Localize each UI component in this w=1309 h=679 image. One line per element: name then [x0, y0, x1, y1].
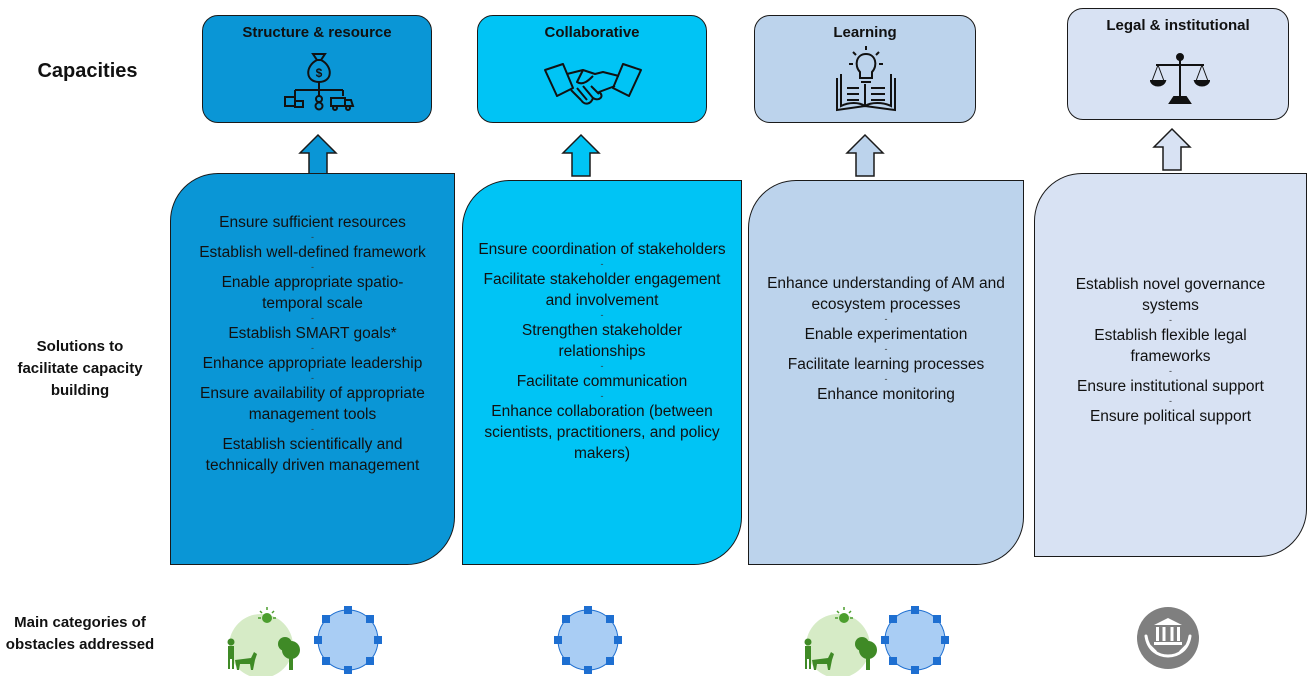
solutions-list: Ensure coordination of stakeholders-Faci… — [477, 239, 727, 464]
solution-item: Enhance monitoring — [817, 386, 955, 403]
separator-dash: - — [884, 314, 888, 324]
solutions-list: Ensure sufficient resources-Establish we… — [198, 212, 428, 476]
solution-item: Establish novel governance systems — [1075, 276, 1266, 314]
solution-item: Establish SMART goals* — [228, 325, 397, 342]
separator-dash: - — [1169, 366, 1172, 376]
separator-dash: - — [311, 232, 314, 242]
obstacle-icons — [553, 604, 623, 679]
scales-of-justice-icon — [1150, 53, 1210, 104]
separator-dash: - — [311, 313, 314, 323]
separator-dash: - — [1169, 315, 1172, 325]
solution-item: Ensure institutional support — [1077, 378, 1264, 395]
row-label-solutions: Solutions to facilitate capacity buildin… — [17, 338, 143, 399]
ecological-obstacle-icon — [227, 607, 300, 676]
separator-dash: - — [311, 424, 314, 434]
solution-item: Enhance understanding of AM and ecosyste… — [767, 275, 1005, 313]
up-arrow — [1152, 127, 1192, 171]
solution-item: Facilitate communication — [516, 373, 688, 390]
solution-item: Strengthen stakeholder relationships — [521, 322, 683, 360]
solution-item: Establish flexible legal frameworks — [1094, 327, 1247, 365]
capacity-box-collaborative: Collaborative — [477, 15, 707, 123]
solution-item: Enable experimentation — [804, 326, 968, 343]
separator-dash: - — [311, 262, 314, 272]
solutions-box-learning: Enhance understanding of AM and ecosyste… — [748, 180, 1024, 565]
capacity-title: Learning — [833, 24, 897, 41]
capacity-box-learning: Learning — [754, 15, 976, 123]
solution-item: Enhance appropriate leadership — [202, 355, 423, 372]
solution-item: Facilitate stakeholder engagement and in… — [483, 271, 721, 309]
separator-dash: - — [311, 343, 314, 353]
capacity-title: Legal & institutional — [1106, 17, 1250, 34]
solution-item: Enable appropriate spatio-temporal scale — [221, 274, 404, 312]
capacity-box-legal-institutional: Legal & institutional — [1067, 8, 1289, 120]
separator-dash: - — [600, 391, 604, 401]
up-arrow — [845, 133, 885, 177]
obstacle-icons — [1136, 606, 1200, 675]
solutions-list: Enhance understanding of AM and ecosyste… — [761, 273, 1011, 405]
row-label-obstacles: Main categories of obstacles addressed — [5, 614, 155, 653]
separator-dash: - — [600, 310, 604, 320]
svg-text:$: $ — [316, 66, 323, 80]
solution-item: Establish well-defined framework — [199, 244, 426, 261]
up-arrow — [298, 133, 338, 177]
solution-item: Facilitate learning processes — [787, 356, 985, 373]
solutions-box-collaborative: Ensure coordination of stakeholders-Faci… — [462, 180, 742, 565]
separator-dash: - — [600, 361, 604, 371]
solution-item: Ensure sufficient resources — [219, 214, 406, 231]
capacity-title: Structure & resource — [242, 24, 392, 41]
separator-dash: - — [1169, 396, 1172, 406]
handshake-icon — [544, 63, 642, 105]
book-lightbulb-icon — [836, 46, 896, 112]
social-network-obstacle-icon — [554, 606, 622, 674]
capacity-title: Collaborative — [544, 24, 640, 41]
solution-item: Ensure political support — [1089, 408, 1252, 425]
solution-item: Establish scientifically and technically… — [205, 436, 420, 474]
solution-item: Enhance collaboration (between scientist… — [484, 403, 720, 462]
solutions-list: Establish novel governance systems-Estab… — [1066, 274, 1276, 427]
money-bag-structure-icon: $ — [284, 53, 355, 111]
social-network-obstacle-icon — [314, 606, 382, 674]
social-network-obstacle-icon — [881, 606, 949, 674]
separator-dash: - — [311, 373, 314, 383]
separator-dash: - — [600, 259, 604, 269]
ecological-obstacle-icon — [804, 607, 877, 676]
solution-item: Ensure availability of appropriate manag… — [200, 385, 425, 423]
row-label-capacities: Capacities — [37, 60, 138, 82]
solutions-box-legal-institutional: Establish novel governance systems-Estab… — [1034, 173, 1307, 557]
capacity-box-structure-resource: Structure & resource $ — [202, 15, 432, 123]
solutions-box-structure-resource: Ensure sufficient resources-Establish we… — [170, 173, 455, 565]
separator-dash: - — [884, 374, 888, 384]
solution-item: Ensure coordination of stakeholders — [478, 241, 726, 258]
up-arrow — [561, 133, 601, 177]
institution-hands-obstacle-icon — [1137, 607, 1199, 669]
separator-dash: - — [884, 344, 888, 354]
